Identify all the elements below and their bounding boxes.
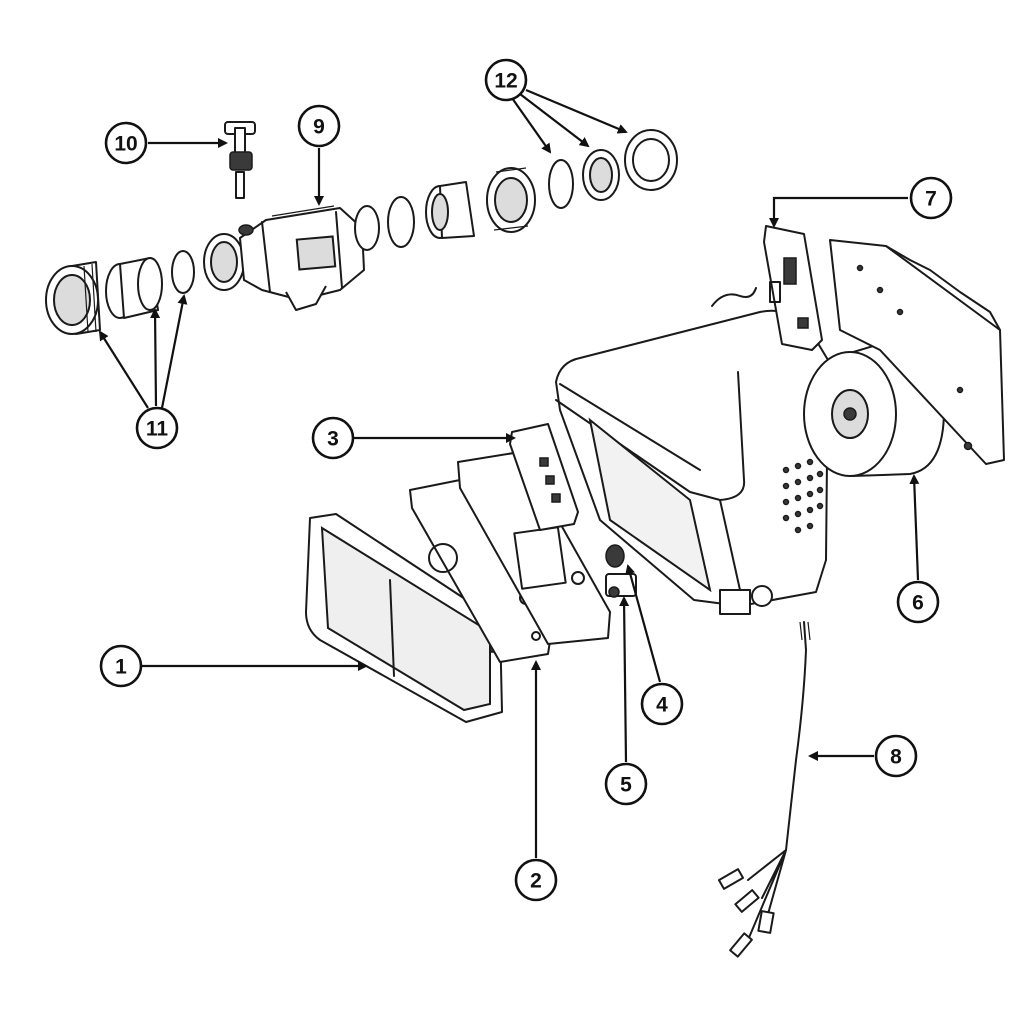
callout-3-circle xyxy=(311,416,355,460)
pipe-o-ring xyxy=(387,196,415,248)
callout-12: 12 xyxy=(484,58,528,102)
callout-2: 2 xyxy=(514,858,558,902)
part-11-o-ring xyxy=(171,250,195,294)
callout-2-label: 2 xyxy=(530,870,542,893)
callout-5: 5 xyxy=(604,762,648,806)
leader-lines xyxy=(98,88,920,858)
part-11-left-nut xyxy=(45,261,101,335)
callout-4: 4 xyxy=(640,682,684,726)
callout-9-circle xyxy=(297,104,341,148)
leader-12c xyxy=(525,88,628,134)
callout-3: 3 xyxy=(311,416,355,460)
callout-1: 1 xyxy=(99,644,143,688)
callout-2-circle xyxy=(514,858,558,902)
callout-9-label: 9 xyxy=(313,116,325,139)
leader-11c xyxy=(160,294,188,409)
leader-11b xyxy=(150,308,161,407)
part-12-nut xyxy=(624,129,678,191)
part-3-circuit-board xyxy=(509,423,579,531)
callout-12-circle xyxy=(484,58,528,102)
callout-6-circle xyxy=(896,580,940,624)
callout-4-circle xyxy=(640,682,684,726)
callout-1-circle xyxy=(99,644,143,688)
callout-10-label: 10 xyxy=(114,133,137,156)
housing-vent-holes xyxy=(782,458,824,534)
leader-12b xyxy=(519,93,590,148)
callout-8-circle xyxy=(874,734,918,778)
control-housing xyxy=(555,309,829,615)
callout-6-label: 6 xyxy=(912,592,924,615)
leader-5 xyxy=(619,596,630,763)
leader-4 xyxy=(625,564,662,683)
part-11-sleeve xyxy=(105,257,163,319)
callout-8-label: 8 xyxy=(890,746,902,769)
motor-backplate xyxy=(829,239,1005,465)
callout-5-label: 5 xyxy=(620,774,632,797)
part-5-connector xyxy=(605,573,637,598)
leader-7 xyxy=(769,196,908,228)
part-4-sensor xyxy=(605,544,625,568)
part-8-wire-harness xyxy=(717,621,811,958)
pipe-sleeve xyxy=(425,181,475,239)
callout-6: 6 xyxy=(896,580,940,624)
leader-11a xyxy=(98,330,149,409)
part-12-sleeve xyxy=(582,149,620,201)
callout-4-label: 4 xyxy=(656,694,668,717)
callout-7-circle xyxy=(909,176,953,220)
leader-6 xyxy=(909,474,920,581)
part-1-front-cover xyxy=(305,513,503,723)
leader-12a xyxy=(511,97,552,154)
pipe-nut xyxy=(486,167,536,233)
callout-10-circle xyxy=(104,121,148,165)
part-12-o-ring xyxy=(548,159,574,209)
callout-12-label: 12 xyxy=(494,70,517,93)
callout-8: 8 xyxy=(874,734,918,778)
callout-5-circle xyxy=(604,762,648,806)
callout-1-label: 1 xyxy=(115,656,127,679)
callout-7-label: 7 xyxy=(925,188,937,211)
part-10-probe xyxy=(224,121,256,199)
callout-9: 9 xyxy=(297,104,341,148)
callout-11-label: 11 xyxy=(146,418,169,441)
part-7-control-board xyxy=(711,225,823,351)
callout-11-circle xyxy=(135,406,179,450)
callout-3-label: 3 xyxy=(327,428,339,451)
callout-11: 11 xyxy=(135,406,179,450)
callout-7: 7 xyxy=(909,176,953,220)
part-9-meter-body xyxy=(203,205,380,311)
callout-10: 10 xyxy=(104,121,148,165)
